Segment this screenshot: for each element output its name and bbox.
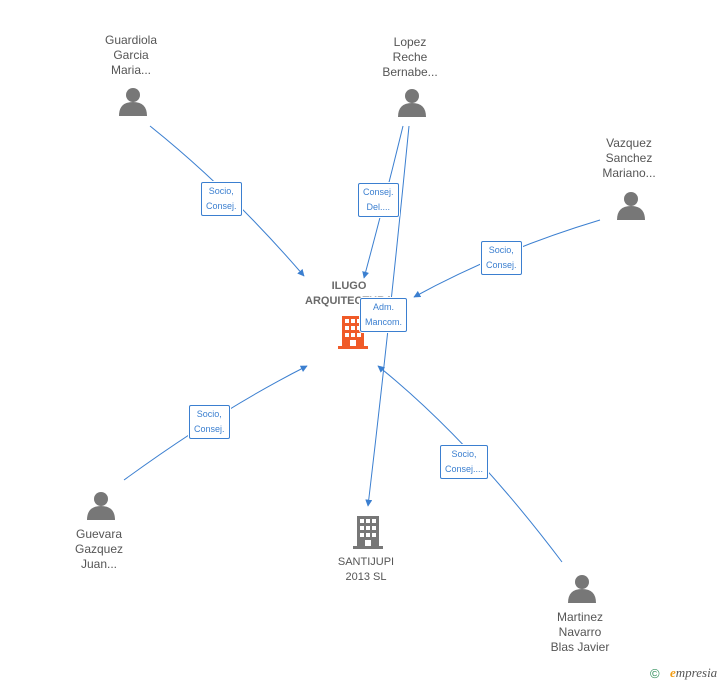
- edge-label-line: Socio,: [451, 449, 477, 459]
- name-line: Navarro: [558, 625, 602, 639]
- edge-label-adm[interactable]: Adm. Mancom.: [360, 298, 408, 332]
- name-line: Vazquez: [606, 136, 652, 150]
- name-line: Lopez: [393, 35, 427, 49]
- person-icon[interactable]: [119, 88, 147, 116]
- name-line: Reche: [392, 50, 428, 64]
- edge-label-line: Consej.: [363, 187, 394, 197]
- edge-label-line: Mancom.: [365, 317, 403, 327]
- company-name-line: ILUGO: [331, 280, 367, 292]
- edge-label-guardiola[interactable]: Socio, Consej.: [201, 182, 242, 216]
- copyright-icon: ©: [650, 666, 660, 681]
- person-label-martinez[interactable]: Martinez Navarro Blas Javier: [551, 610, 610, 655]
- brand-text: mpresia: [675, 665, 718, 680]
- edge-label-lopez[interactable]: Consej. Del....: [358, 183, 399, 217]
- edge-label-guevara[interactable]: Socio, Consej.: [189, 405, 230, 439]
- edge-label-line: Adm.: [373, 302, 395, 312]
- person-label-vazquez[interactable]: Vazquez Sanchez Mariano...: [602, 136, 655, 181]
- person-icon[interactable]: [568, 575, 596, 603]
- name-line: Blas Javier: [550, 640, 610, 654]
- name-line: Martinez: [556, 610, 603, 624]
- name-line: Mariano...: [602, 166, 656, 180]
- name-line: Garcia: [113, 48, 149, 62]
- company-label-santijupi[interactable]: SANTIJUPI 2013 SL: [338, 555, 394, 585]
- person-label-guevara[interactable]: Guevara Gazquez Juan...: [75, 527, 123, 572]
- edge-label-line: Socio,: [208, 186, 234, 196]
- edge-label-line: Socio,: [488, 245, 514, 255]
- edge-label-line: Consej.: [206, 201, 237, 211]
- name-line: Sanchez: [605, 151, 653, 165]
- name-line: Bernabe...: [382, 65, 438, 79]
- edge-label-martinez[interactable]: Socio, Consej....: [440, 445, 489, 479]
- name-line: Guardiola: [104, 33, 158, 47]
- company-name-line: 2013 SL: [345, 571, 387, 583]
- edge-label-line: Socio,: [196, 409, 222, 419]
- edge-label-line: Consej.: [194, 424, 225, 434]
- name-line: Maria...: [110, 63, 151, 77]
- brand-e: e: [670, 665, 676, 680]
- brand-logo[interactable]: empresia: [670, 665, 717, 681]
- edge-label-line: Consej.: [486, 260, 517, 270]
- edge-label-vazquez[interactable]: Socio, Consej.: [481, 241, 522, 275]
- name-line: Guevara: [75, 527, 123, 541]
- edge-label-line: Del....: [366, 202, 391, 212]
- person-label-lopez[interactable]: Lopez Reche Bernabe...: [382, 35, 437, 80]
- person-label-guardiola[interactable]: Guardiola Garcia Maria...: [105, 33, 157, 78]
- name-line: Juan...: [80, 557, 118, 571]
- name-line: Gazquez: [74, 542, 124, 556]
- person-icon[interactable]: [87, 492, 115, 520]
- person-icon[interactable]: [617, 192, 645, 220]
- building-icon[interactable]: [338, 316, 368, 349]
- company-name-line: SANTIJUPI: [337, 556, 395, 568]
- building-icon[interactable]: [353, 516, 383, 549]
- edge-label-line: Consej....: [445, 464, 484, 474]
- person-icon[interactable]: [398, 89, 426, 117]
